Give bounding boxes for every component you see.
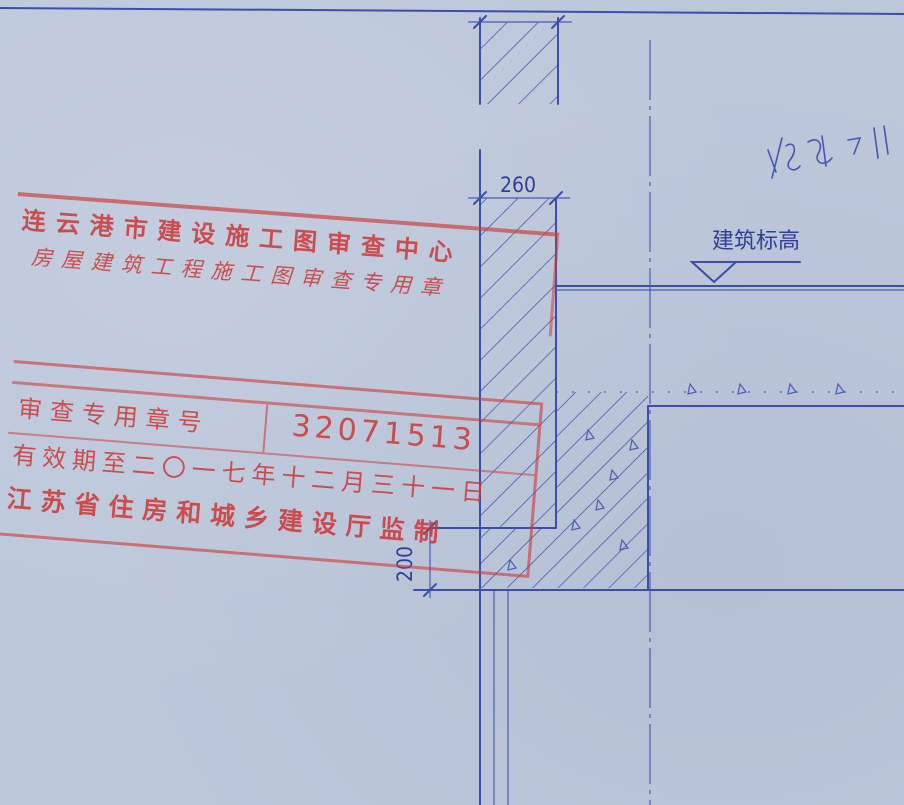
upper-wall-hatch	[480, 22, 558, 104]
elevation-label: 建筑标高	[712, 229, 800, 254]
elevation-triangle-icon	[689, 261, 739, 284]
dimension-260-label: 260	[500, 173, 536, 197]
dimension-260-tick-left	[473, 191, 487, 205]
slab-lower-hatch	[480, 528, 556, 588]
upper-wall-tick-right	[551, 15, 565, 29]
concrete-aggregate-marks	[507, 382, 846, 571]
dimension-260-tick-right	[549, 191, 563, 205]
sheet-top-border	[0, 7, 904, 15]
dimension-200-tick-top	[423, 521, 437, 535]
stamp-seal-number-value: 32071513	[290, 408, 478, 459]
dimension-200-tick-bottom	[423, 583, 437, 597]
upper-wall-tick-left	[473, 15, 487, 29]
handwritten-note	[760, 120, 900, 200]
dimension-200-label: 200	[393, 546, 417, 582]
stamp-divider	[262, 404, 269, 453]
slab-concrete-hatch	[556, 392, 648, 588]
main-wall-hatch	[480, 198, 556, 528]
stamp-seal-number-label: 审查专用章号	[17, 394, 211, 438]
handwriting-scribble-icon	[767, 125, 889, 179]
